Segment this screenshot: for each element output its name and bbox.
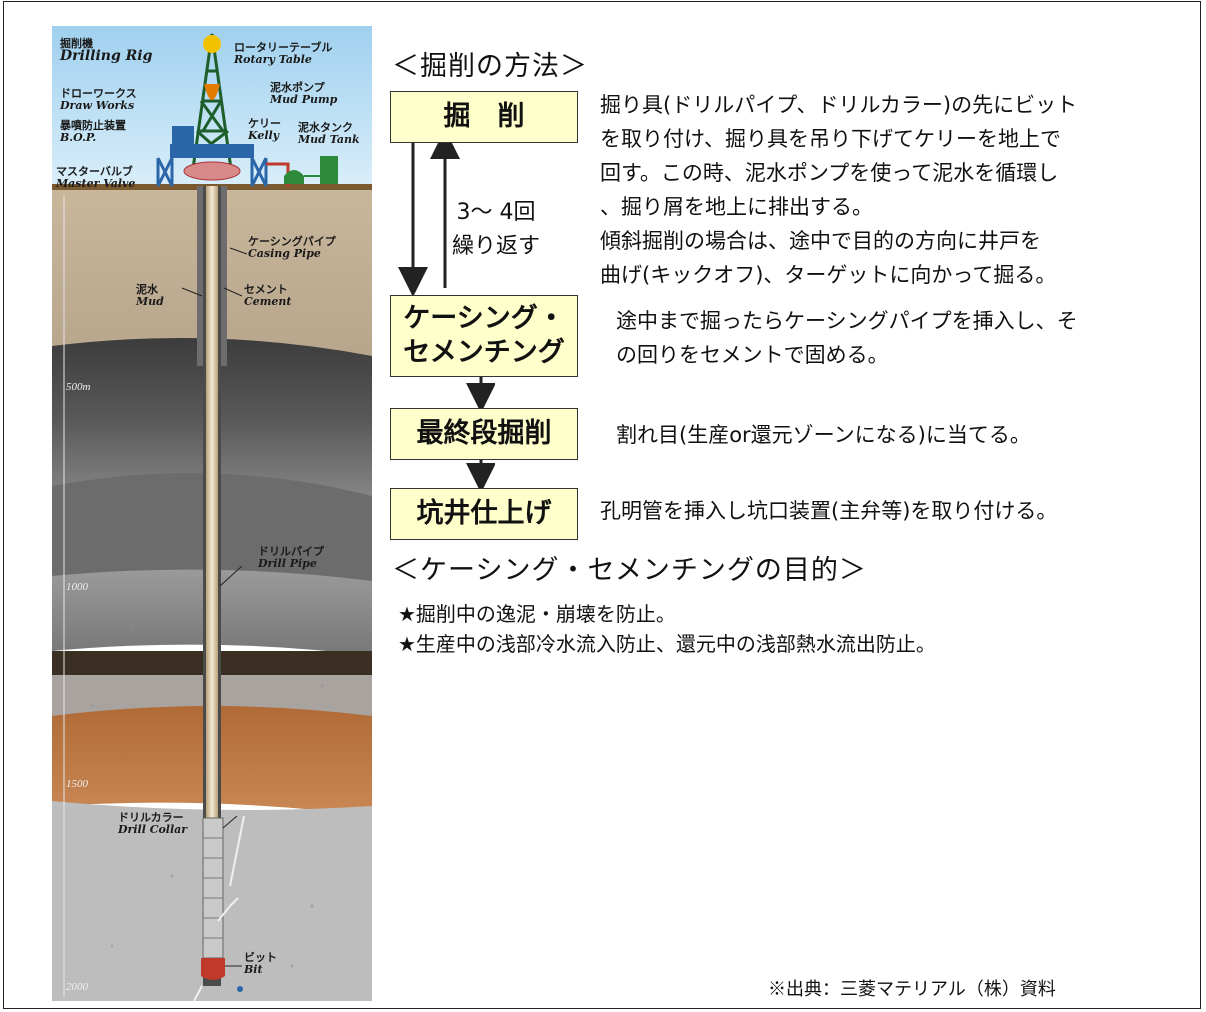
step-casing-cementing-box: ケーシング・ セメンチング <box>390 295 578 377</box>
method-heading: ＜掘削の方法＞ <box>392 51 588 82</box>
step-drilling-description: 掘り具(ドリルパイプ、ドリルカラー)の先にビット を取り付け、掘り具を吊り下げて… <box>600 93 1078 287</box>
crown-block-icon <box>203 35 221 53</box>
drill-pipe <box>206 186 218 946</box>
depth-1000m: 1000 <box>66 581 88 593</box>
purpose-bullet: ★掘削中の逸泥・崩壊を防止。 <box>398 602 676 626</box>
drawworks-icon <box>172 126 194 146</box>
repeat-label: 3～ 4回 繰り返す <box>452 200 541 259</box>
step-well-completion-box: 坑井仕上げ <box>390 488 578 540</box>
depth-1500m: 1500 <box>66 778 88 790</box>
bit-icon <box>201 958 225 980</box>
slide-frame <box>3 1 1201 1009</box>
depth-500m: 500m <box>66 381 91 393</box>
step-casing-description: 途中まで掘ったらケーシングパイプを挿入し、そ の回りをセメントで固める。 <box>616 309 1078 367</box>
step-final-drilling-box: 最終段掘削 <box>390 408 578 460</box>
source-citation: ※出典：三菱マテリアル（株）資料 <box>768 979 1056 1000</box>
derrick-icon <box>190 33 234 177</box>
depth-2000m: 2000 <box>66 981 88 993</box>
step-well-completion-description: 孔明管を挿入し坑口装置(主弁等)を取り付ける。 <box>600 499 1058 523</box>
purpose-heading: ＜ケーシング・セメンチングの目的＞ <box>392 555 867 586</box>
rig-cross-section <box>52 26 372 1002</box>
mud-pump-icon <box>284 170 304 184</box>
purpose-bullet: ★生産中の浅部冷水流入防止、還元中の浅部熱水流出防止。 <box>398 632 936 656</box>
mud-tank-icon <box>320 156 338 184</box>
master-valve-icon <box>183 161 241 181</box>
drill-collar <box>202 817 224 959</box>
step-drilling-box: 掘 削 <box>390 91 578 143</box>
step-final-drilling-description: 割れ目(生産or還元ゾーンになる)に当てる。 <box>616 423 1031 447</box>
